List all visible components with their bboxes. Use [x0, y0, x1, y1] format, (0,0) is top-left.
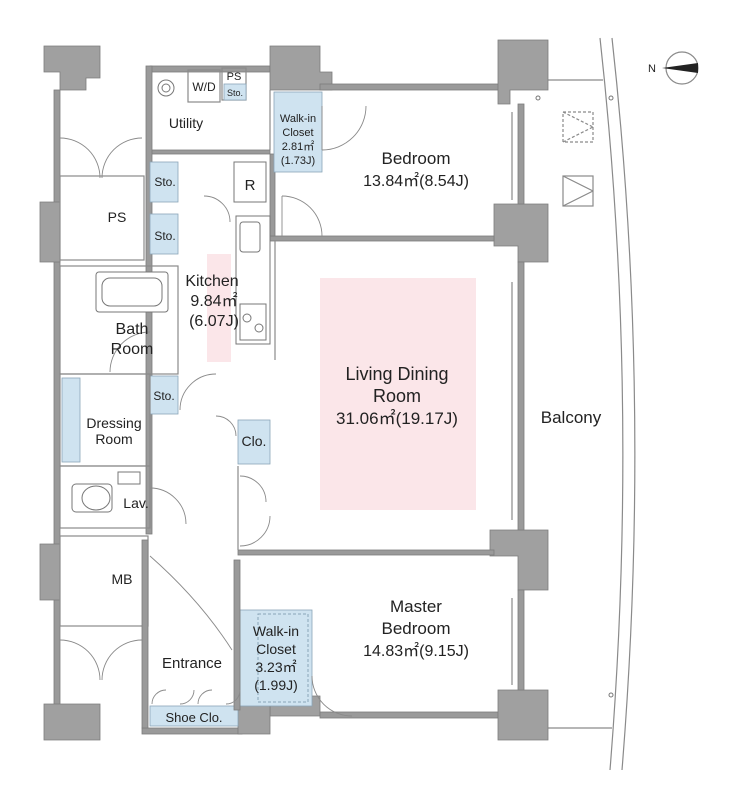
- ldr-name1: Living Dining: [345, 364, 448, 384]
- kitchen-name: Kitchen: [185, 273, 238, 290]
- ps-left-label: PS: [108, 209, 127, 225]
- wic2-name1: Walk-in: [253, 623, 299, 639]
- refrigerator-label: R: [245, 177, 256, 194]
- wic1-area: 2.81㎡: [282, 140, 314, 153]
- sto1-label: Sto.: [154, 175, 175, 189]
- doors: [59, 105, 367, 717]
- dressing-name2: Room: [95, 431, 132, 447]
- partitions: [59, 65, 495, 729]
- wic2-area: 3.23㎡: [255, 659, 296, 675]
- compass-north-label: N: [648, 63, 656, 75]
- balcony-label: Balcony: [541, 408, 602, 427]
- kitchen-highlight: [207, 254, 231, 362]
- wic1-tatami: (1.73J): [281, 155, 315, 167]
- wic2-tatami: (1.99J): [254, 677, 298, 693]
- compass: N: [648, 51, 699, 85]
- ldr-area: 31.06㎡(19.17J): [336, 409, 458, 428]
- master-area: 14.83㎡(9.15J): [363, 642, 469, 660]
- sto-small-label: Sto.: [227, 88, 243, 98]
- master-name2: Bedroom: [382, 619, 451, 638]
- bath-name2: Room: [111, 341, 154, 358]
- bedroom-name: Bedroom: [382, 149, 451, 168]
- bath-name1: Bath: [116, 321, 149, 338]
- kitchen-tatami: (6.07J): [189, 313, 239, 330]
- clo-label: Clo.: [242, 433, 267, 449]
- wic1-name1: Walk-in: [280, 113, 316, 125]
- master-name1: Master: [390, 597, 442, 616]
- wic1-name2: Closet: [282, 127, 313, 139]
- ps-top-label: PS: [227, 71, 242, 83]
- shoe-closet-label: Shoe Clo.: [165, 710, 222, 725]
- dressing-name1: Dressing: [86, 415, 141, 431]
- ldr-name2: Room: [373, 386, 421, 406]
- kitchen-area: 9.84㎡: [190, 292, 237, 310]
- living-highlight: [320, 278, 476, 510]
- entrance-label: Entrance: [162, 655, 222, 672]
- sto2-label: Sto.: [154, 229, 175, 243]
- wd-label: W/D: [192, 80, 216, 94]
- room-labels: Bedroom 13.84㎡(8.54J) Walk-in Closet 2.8…: [86, 71, 601, 725]
- wic2-name2: Closet: [256, 641, 296, 657]
- mb-label: MB: [112, 571, 133, 587]
- sto3-label: Sto.: [153, 389, 174, 403]
- utility-label: Utility: [169, 115, 203, 131]
- lav-label: Lav.: [123, 495, 148, 511]
- bedroom-area: 13.84㎡(8.54J): [363, 172, 469, 190]
- balcony-edge: [535, 37, 636, 771]
